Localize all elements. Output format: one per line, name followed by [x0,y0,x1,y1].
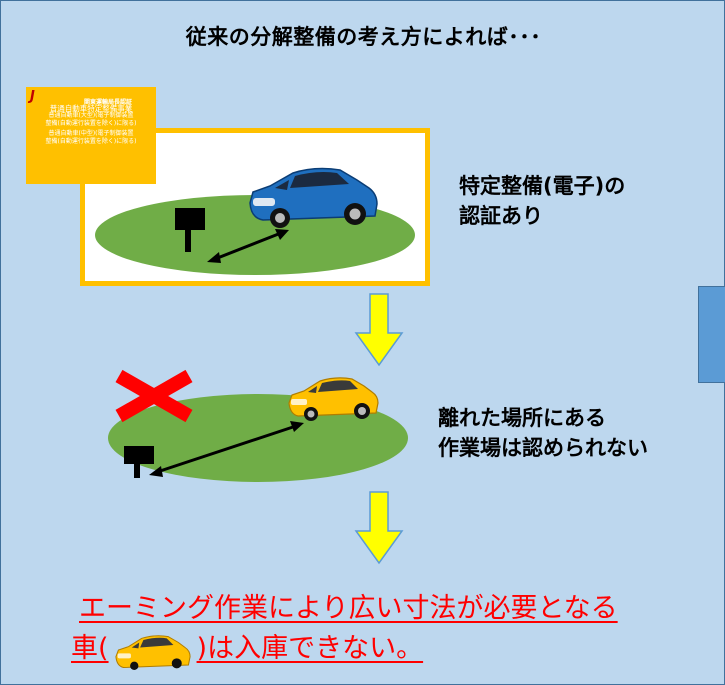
side-tab [698,286,725,383]
arrow-down-icon [354,293,404,367]
certified-label: 特定整備(電子)の 認証あり [459,171,625,231]
certified-workshop-scene [95,167,415,275]
certified-workshop-frame [80,128,430,286]
rejected-label-line2: 作業場は認められない [438,436,648,460]
conclusion-car-slot [109,633,197,670]
rejected-label: 離れた場所にある 作業場は認められない [438,403,648,463]
badge-line: 普通自動車特定整備事業 [49,103,133,113]
certified-label-line1: 特定整備(電子)の [459,174,626,198]
page-title: 従来の分解整備の考え方によれば･･･ [185,25,542,49]
car-icon [249,167,378,228]
distance-arrow [207,229,289,263]
x-mark-icon [115,369,193,423]
rejected-label-line1: 離れた場所にある [438,406,606,430]
jis-logo: J [30,89,35,104]
conclusion-line2: 車( )は入庫できない。 [71,629,423,670]
badge-line: 整備(自動運行装置を除く)に限る) [45,137,137,145]
distance-arrow [149,421,304,477]
badge-authority: 関東運輸局長認証 [84,99,133,106]
car-icon [288,377,379,421]
certified-label-line2: 認証あり [459,204,543,228]
certification-badge: J 関東運輸局長認証 普通自動車特定整備事業 普通自動車(大型)(電子制御装置 … [26,87,156,184]
badge-line: 普通自動車(中型)(電子制御装置 [48,130,134,137]
badge-line: 普通自動車(大型)(電子制御装置 [48,112,134,119]
badge-line: 整備(自動運行装置を除く)に限る) [45,119,137,127]
car-icon [114,634,191,670]
target-board-icon [124,446,154,478]
conclusion-text-2b: )は入庫できない。 [196,633,424,664]
conclusion-line1: エーミング作業により広い寸法が必要となる [79,589,618,629]
conclusion-text-1: エーミング作業により広い寸法が必要となる [79,593,618,624]
arrow-down-icon [354,491,404,565]
target-board-icon [175,208,205,252]
conclusion-text-2a: 車( [71,633,109,664]
separate-workshop-scene [108,369,408,482]
